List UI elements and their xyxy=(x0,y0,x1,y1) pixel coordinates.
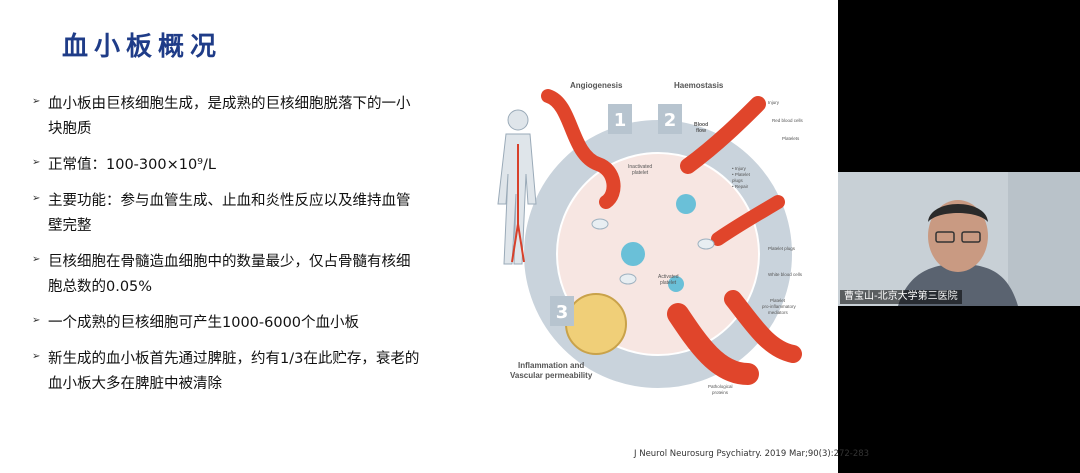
bullet-item: ➢ 主要功能：参与血管生成、止血和炎性反应以及维持血管壁完整 xyxy=(32,189,422,239)
participant-name-label: 曹宝山-北京大学第三医院 xyxy=(840,290,962,304)
diagram-label: Platelet xyxy=(770,298,786,303)
process-ring xyxy=(524,120,792,388)
diagram-label: Inactivated xyxy=(628,164,652,170)
step-2-badge: 2 xyxy=(658,104,682,134)
arrow-bullet-icon: ➢ xyxy=(32,351,41,362)
section-label: Vascular permeability xyxy=(510,371,593,380)
diagram-label: Platelets xyxy=(782,136,800,141)
diagram-label: • Repair xyxy=(732,184,749,189)
bullet-text: 主要功能：参与血管生成、止血和炎性反应以及维持血管壁完整 xyxy=(48,193,411,234)
bullet-list: ➢ 血小板由巨核细胞生成，是成熟的巨核细胞脱落下的一小块胞质 ➢ 正常值：100… xyxy=(32,92,422,408)
section-label: Haemostasis xyxy=(674,81,724,90)
bullet-text: 血小板由巨核细胞生成，是成熟的巨核细胞脱落下的一小块胞质 xyxy=(48,96,411,137)
diagram-label: platelet xyxy=(632,170,649,176)
diagram-label: Injury xyxy=(768,100,780,105)
diagram-label: • Injury xyxy=(732,166,747,171)
step-number: 1 xyxy=(614,110,627,131)
platelet-function-diagram: 1 2 3 Angiogenesis Haemostasis Inflammat… xyxy=(478,74,828,424)
bullet-item: ➢ 巨核细胞在骨髓造血细胞中的数量最少，仅占骨髓有核细胞总数的0.05% xyxy=(32,250,422,300)
diagram-label: mediators xyxy=(768,310,789,315)
bullet-item: ➢ 血小板由巨核细胞生成，是成熟的巨核细胞脱落下的一小块胞质 xyxy=(32,92,422,142)
bullet-text: 正常值：100-300×10⁹/L xyxy=(48,157,216,173)
diagram-label: Platelet plugs xyxy=(768,246,796,251)
diagram-label: White blood cells xyxy=(768,272,803,277)
arrow-bullet-icon: ➢ xyxy=(32,96,41,107)
diagram-label: Activated xyxy=(658,274,679,280)
diagram-label: • Platelet xyxy=(732,172,751,177)
diagram-label: platelet xyxy=(660,280,677,286)
vessel-icon xyxy=(711,195,785,246)
arrow-bullet-icon: ➢ xyxy=(32,315,41,326)
diagram-label: flow xyxy=(696,128,706,134)
citation: J Neurol Neurosurg Psychiatry. 2019 Mar;… xyxy=(634,449,870,459)
arrow-bullet-icon: ➢ xyxy=(32,157,41,168)
bullet-item: ➢ 正常值：100-300×10⁹/L xyxy=(32,153,422,178)
vessel-icon xyxy=(680,96,766,174)
participant-video-tile[interactable]: 曹宝山-北京大学第三医院 xyxy=(838,172,1080,306)
vessel-icon xyxy=(667,303,759,385)
step-3-badge: 3 xyxy=(550,296,574,326)
platelet-diagram-svg: 1 2 3 Angiogenesis Haemostasis Inflammat… xyxy=(497,81,804,395)
step-number: 3 xyxy=(556,302,569,323)
bullet-text: 一个成熟的巨核细胞可产生1000-6000个血小板 xyxy=(48,315,360,331)
arrow-bullet-icon: ➢ xyxy=(32,193,41,204)
diagram-label: Red blood cells xyxy=(772,118,804,123)
bullet-item: ➢ 新生成的血小板首先通过脾脏，约有1/3在此贮存，衰老的血小板大多在脾脏中被清… xyxy=(32,347,422,397)
body-vessel-icon xyxy=(511,144,525,263)
megakaryocyte-icon xyxy=(565,293,627,355)
section-label: Angiogenesis xyxy=(570,81,623,90)
diagram-label: pro-inflammatory xyxy=(762,304,797,309)
diagram-label: plugs xyxy=(732,178,744,183)
bullet-item: ➢ 一个成熟的巨核细胞可产生1000-6000个血小板 xyxy=(32,311,422,336)
participant-video-feed xyxy=(838,172,1080,306)
diagram-label: Blood xyxy=(694,122,708,128)
bullet-text: 新生成的血小板首先通过脾脏，约有1/3在此贮存，衰老的血小板大多在脾脏中被清除 xyxy=(48,351,420,392)
slide-title: 血小板概况 xyxy=(62,32,223,62)
diagram-label: proteins xyxy=(712,390,729,395)
arrow-bullet-icon: ➢ xyxy=(32,254,41,265)
diagram-label: Pathological xyxy=(708,384,733,389)
bullet-text: 巨核细胞在骨髓造血细胞中的数量最少，仅占骨髓有核细胞总数的0.05% xyxy=(48,254,411,295)
activated-platelet-icon xyxy=(621,194,696,292)
inactivated-platelet-icon xyxy=(591,218,715,285)
section-label: Inflammation and xyxy=(518,361,584,370)
presentation-slide: 血小板概况 ➢ 血小板由巨核细胞生成，是成熟的巨核细胞脱落下的一小块胞质 ➢ 正… xyxy=(0,0,869,473)
step-1-badge: 1 xyxy=(608,104,632,134)
vessel-icon xyxy=(724,290,802,363)
step-number: 2 xyxy=(664,110,677,131)
vessel-icon xyxy=(541,89,621,209)
